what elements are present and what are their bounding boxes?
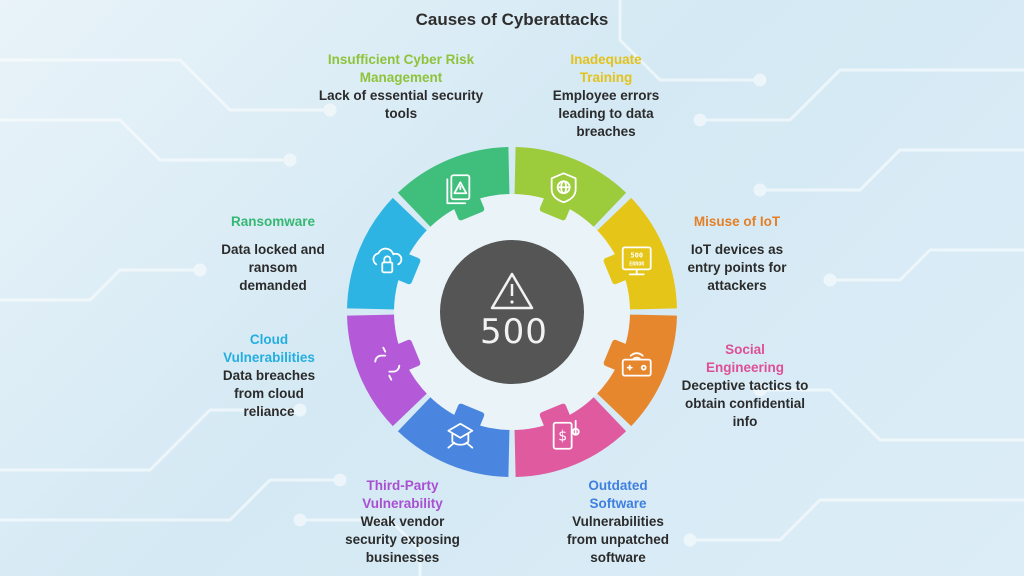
cause-label-iot: Misuse of IoT IoT devices as entry point… [662, 213, 812, 295]
cause-desc: Data locked and ransom demanded [221, 242, 325, 293]
cloud-lock-icon [372, 247, 403, 274]
cause-desc: Employee errors leading to data breaches [552, 88, 660, 139]
cause-title: Inadequate Training [570, 52, 642, 85]
iot-device-icon [621, 352, 652, 377]
circuit-node [753, 183, 767, 197]
wheel-segment [587, 314, 677, 427]
circuit-line [300, 518, 422, 576]
cause-label-cloud: Cloud Vulnerabilities Data breaches from… [204, 331, 334, 421]
locked-document-icon [446, 174, 471, 205]
circuit-line [0, 478, 340, 522]
cause-title: Insufficient Cyber Risk Management [327, 52, 475, 85]
cause-desc: Vulnerabilities from unpatched software [566, 514, 669, 565]
cause-label-training: Inadequate Training Employee errors lead… [526, 51, 686, 141]
circuit-node [323, 103, 337, 117]
cause-title: Third-Party Vulnerability [362, 478, 443, 511]
cause-desc: IoT devices as entry points for attacker… [687, 242, 787, 293]
cause-desc: Data breaches from cloud reliance [222, 368, 316, 419]
cause-desc: Weak vendor security exposing businesses [345, 514, 460, 565]
circuit-line [760, 388, 1024, 442]
wheel-segment [397, 387, 510, 477]
gear-tooth [603, 339, 631, 372]
cause-desc: Deceptive tactics to obtain confidential… [681, 378, 809, 429]
gear-tooth [393, 252, 421, 285]
gear-tooth [539, 403, 572, 431]
circuit-node [683, 533, 697, 547]
circuit-line [0, 118, 290, 162]
broken-link-icon [374, 346, 401, 381]
wheel-segment [514, 387, 627, 477]
cause-label-social-engineering: Social Engineering Deceptive tactics to … [670, 341, 820, 431]
circuit-line [760, 148, 1024, 192]
circuit-line [0, 408, 300, 472]
cause-desc: Lack of essential security tools [318, 88, 484, 121]
circuit-line [0, 58, 330, 112]
circuit-line [0, 268, 200, 302]
dollar-phishing-icon: $ [552, 419, 580, 450]
circuit-line [690, 498, 1024, 542]
wheel-segment [587, 197, 677, 310]
circuit-node [333, 473, 347, 487]
circuit-node [753, 383, 767, 397]
gear-tooth [539, 193, 572, 221]
cause-title: Cloud Vulnerabilities [223, 332, 315, 365]
gear-tooth [393, 339, 421, 372]
circuit-node [293, 513, 307, 527]
icon-text: 500 [630, 251, 643, 259]
icon-text: $ [558, 429, 567, 445]
circuit-line [618, 0, 760, 82]
cause-title: Ransomware [230, 214, 316, 229]
circuit-node [693, 113, 707, 127]
circuit-node [193, 263, 207, 277]
wheel-segment [347, 314, 437, 427]
circuit-line [700, 68, 1024, 122]
wheel-segment [514, 147, 627, 237]
diagram-title: Causes of Cyberattacks [415, 10, 609, 29]
wheel-segment [347, 197, 437, 310]
circuit-node [293, 403, 307, 417]
warning-dot [510, 300, 514, 304]
center-label: 500 [480, 312, 548, 352]
cause-title: Outdated Software [588, 478, 648, 511]
shield-globe-icon [550, 172, 577, 204]
cause-label-risk-management: Insufficient Cyber Risk Management Lack … [316, 51, 486, 123]
circuit-node [823, 273, 837, 287]
cause-label-third-party: Third-Party Vulnerability Weak vendor se… [330, 477, 475, 567]
software-badge-icon [447, 422, 474, 449]
wheel-segment [397, 147, 510, 237]
circuit-node [753, 73, 767, 87]
gear-tooth [603, 252, 631, 285]
icon-text: ERROR [629, 261, 645, 267]
circuit-node [283, 153, 297, 167]
cause-title: Social Engineering [705, 342, 784, 375]
circuit-line [830, 248, 1024, 282]
cause-title: Misuse of IoT [693, 214, 781, 229]
cause-label-ransomware: Ransomware Data locked and ransom demand… [208, 213, 338, 295]
cause-label-outdated-software: Outdated Software Vulnerabilities from u… [548, 477, 688, 567]
center-circle [440, 240, 584, 384]
warning-triangle-icon [490, 272, 534, 310]
